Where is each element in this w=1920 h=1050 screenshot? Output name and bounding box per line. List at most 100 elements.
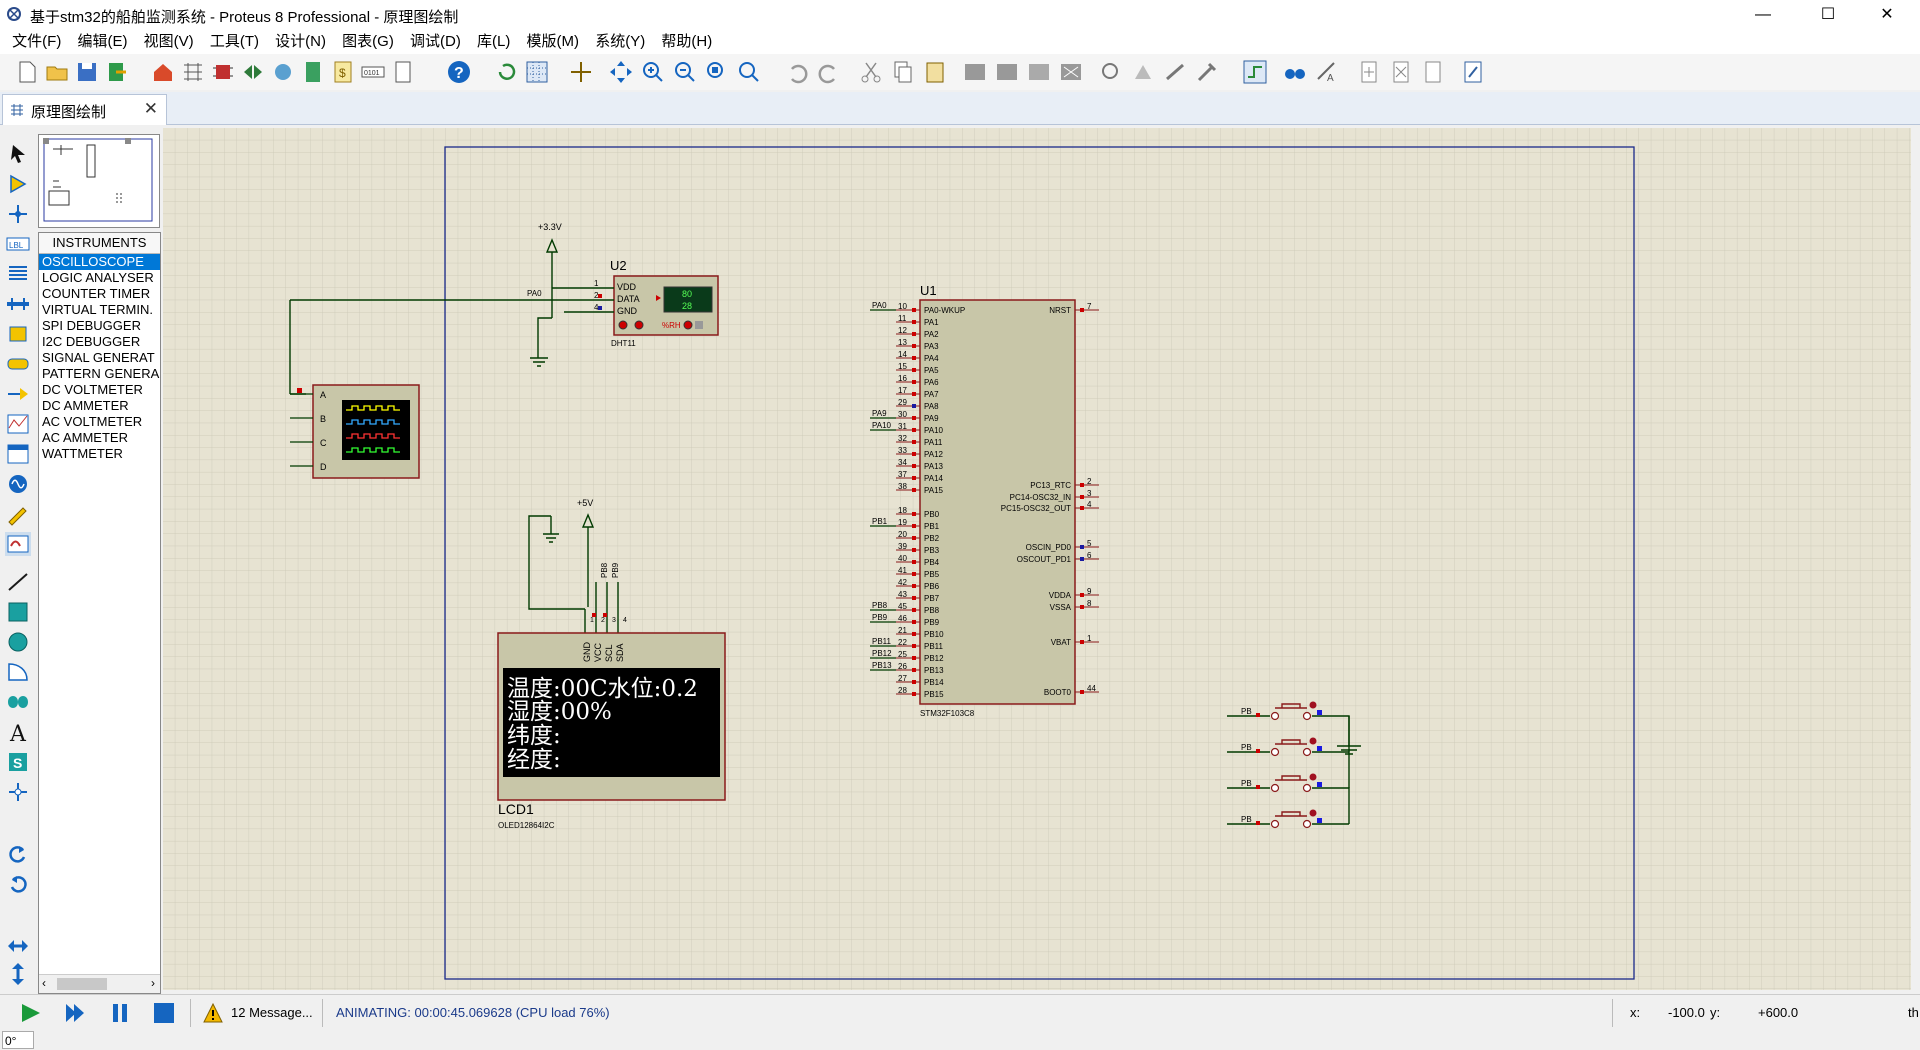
canvas-vertical-scrollbar[interactable] bbox=[1911, 128, 1918, 990]
text-script-icon[interactable] bbox=[5, 262, 31, 286]
instrument-item[interactable]: AC VOLTMETER bbox=[42, 414, 143, 429]
instrument-item[interactable]: COUNTER TIMER bbox=[42, 286, 151, 301]
oscilloscope-instrument[interactable]: A B C D bbox=[290, 384, 420, 479]
schematic-icon[interactable] bbox=[180, 59, 206, 85]
menu-tools[interactable]: 工具(T) bbox=[209, 33, 259, 50]
gerber-icon[interactable] bbox=[240, 59, 266, 85]
flip-horizontal-icon[interactable] bbox=[5, 934, 31, 958]
bom-report-icon[interactable] bbox=[1460, 59, 1486, 85]
voltage-probe-icon[interactable] bbox=[5, 502, 31, 526]
grid-toggle-icon[interactable] bbox=[524, 59, 550, 85]
rotate-clockwise-icon[interactable] bbox=[5, 842, 31, 866]
rotation-angle-field[interactable]: 0° bbox=[2, 1031, 34, 1049]
paste-icon[interactable] bbox=[922, 59, 948, 85]
undo-icon[interactable] bbox=[784, 59, 810, 85]
bom-icon[interactable] bbox=[300, 59, 326, 85]
instrument-item[interactable]: AC AMMETER bbox=[42, 430, 128, 445]
package-tool-icon[interactable] bbox=[1162, 59, 1188, 85]
junction-dot-icon[interactable] bbox=[5, 202, 31, 226]
instrument-item[interactable]: WATTMETER bbox=[42, 446, 123, 461]
pause-button-icon[interactable] bbox=[108, 1003, 132, 1023]
menu-library[interactable]: 库(L) bbox=[477, 33, 511, 50]
markers-icon[interactable] bbox=[5, 780, 31, 804]
open-folder-icon[interactable] bbox=[44, 59, 70, 85]
block-copy-icon[interactable] bbox=[962, 59, 988, 85]
origin-icon[interactable] bbox=[568, 59, 594, 85]
instrument-item[interactable]: VIRTUAL TERMIN. bbox=[42, 302, 154, 317]
menu-graph[interactable]: 图表(G) bbox=[342, 33, 394, 50]
property-assign-icon[interactable]: A bbox=[1314, 59, 1340, 85]
instrument-item[interactable]: I2C DEBUGGER bbox=[42, 334, 141, 349]
new-file-icon[interactable] bbox=[14, 59, 40, 85]
push-button[interactable] bbox=[1275, 775, 1307, 781]
help-icon[interactable]: ? bbox=[446, 59, 472, 85]
graph-mode-icon[interactable] bbox=[5, 412, 31, 436]
menu-view[interactable]: 视图(V) bbox=[143, 33, 194, 50]
oled-display[interactable]: GND VCC SCL SDA 温度:00C水位:0.2 湿度:00% 纬度: … bbox=[497, 632, 726, 830]
scroll-right-icon[interactable]: › bbox=[151, 976, 155, 990]
pan-icon[interactable] bbox=[608, 59, 634, 85]
menu-template[interactable]: 模版(M) bbox=[526, 33, 580, 50]
menu-system[interactable]: 系统(Y) bbox=[595, 33, 646, 50]
wire-label-icon[interactable]: LBL bbox=[5, 232, 31, 256]
exit-parent-icon[interactable] bbox=[1420, 59, 1446, 85]
tab-schematic-capture[interactable]: 原理图绘制 ✕ bbox=[2, 94, 167, 125]
schematic-canvas[interactable]: +3.3V U2 80 28 VDD DATA GND 1 2 4 %RH DH… bbox=[163, 128, 1918, 990]
pick-device-icon[interactable] bbox=[1098, 59, 1124, 85]
warning-icon[interactable] bbox=[203, 1003, 223, 1023]
3d-viewer-icon[interactable] bbox=[270, 59, 296, 85]
instrument-item[interactable]: PATTERN GENERA bbox=[42, 366, 160, 381]
instrument-item[interactable]: DC VOLTMETER bbox=[42, 382, 143, 397]
rotate-anticlockwise-icon[interactable] bbox=[5, 872, 31, 896]
minimize-button[interactable]: — bbox=[1755, 6, 1771, 23]
zoom-all-icon[interactable] bbox=[704, 59, 730, 85]
line-2d-icon[interactable] bbox=[5, 570, 31, 594]
arc-2d-icon[interactable] bbox=[5, 660, 31, 684]
symbol-2d-icon[interactable]: S bbox=[5, 750, 31, 774]
power-5v[interactable]: +5V bbox=[577, 498, 595, 607]
home-icon[interactable] bbox=[150, 59, 176, 85]
instrument-item[interactable]: OSCILLOSCOPE bbox=[39, 254, 160, 270]
block-rotate-icon[interactable] bbox=[1026, 59, 1052, 85]
search-tag-icon[interactable] bbox=[1282, 59, 1308, 85]
power-3v3[interactable]: +3.3V bbox=[530, 222, 562, 367]
menu-file[interactable]: 文件(F) bbox=[12, 33, 62, 50]
instrument-item[interactable]: LOGIC ANALYSER bbox=[42, 270, 154, 285]
instrument-item[interactable]: SIGNAL GENERAT bbox=[42, 350, 155, 365]
generator-icon[interactable] bbox=[5, 472, 31, 496]
selection-mode-icon[interactable] bbox=[5, 142, 31, 166]
menu-edit[interactable]: 编辑(E) bbox=[77, 33, 128, 50]
zoom-area-icon[interactable] bbox=[736, 59, 762, 85]
device-pins-icon[interactable] bbox=[5, 382, 31, 406]
push-button[interactable] bbox=[1275, 739, 1307, 745]
push-button[interactable] bbox=[1275, 811, 1307, 817]
close-window-button[interactable]: ✕ bbox=[1880, 6, 1894, 23]
wire-autorouter-icon[interactable] bbox=[1242, 59, 1268, 85]
tab-close-icon[interactable]: ✕ bbox=[143, 99, 158, 118]
circle-2d-icon[interactable] bbox=[5, 630, 31, 654]
scroll-left-icon[interactable]: ‹ bbox=[42, 976, 46, 990]
text-2d-icon[interactable]: A bbox=[5, 720, 31, 744]
flip-vertical-icon[interactable] bbox=[5, 962, 31, 986]
maximize-button[interactable]: ☐ bbox=[1820, 6, 1836, 23]
virtual-instruments-icon[interactable] bbox=[5, 532, 31, 556]
make-device-icon[interactable] bbox=[1130, 59, 1156, 85]
pcb-layout-icon[interactable] bbox=[210, 59, 236, 85]
cut-icon[interactable] bbox=[858, 59, 884, 85]
message-count[interactable]: 12 Message... bbox=[231, 1005, 313, 1020]
instrument-item[interactable]: SPI DEBUGGER bbox=[42, 318, 141, 333]
push-button[interactable] bbox=[1275, 703, 1307, 709]
redo-icon[interactable] bbox=[816, 59, 842, 85]
refresh-icon[interactable] bbox=[494, 59, 520, 85]
save-icon[interactable] bbox=[74, 59, 100, 85]
dht11-sensor[interactable]: U2 80 28 VDD DATA GND 1 2 4 %RH DHT11 bbox=[594, 258, 719, 348]
binary-icon[interactable]: 0101 bbox=[360, 59, 386, 85]
instrument-item[interactable]: DC AMMETER bbox=[42, 398, 129, 413]
remove-sheet-icon[interactable] bbox=[1388, 59, 1414, 85]
step-button-icon[interactable] bbox=[63, 1003, 87, 1023]
new-sheet-icon[interactable] bbox=[1356, 59, 1382, 85]
play-button-icon[interactable] bbox=[18, 1003, 42, 1023]
component-mode-icon[interactable] bbox=[5, 172, 31, 196]
overview-window[interactable] bbox=[38, 134, 160, 228]
